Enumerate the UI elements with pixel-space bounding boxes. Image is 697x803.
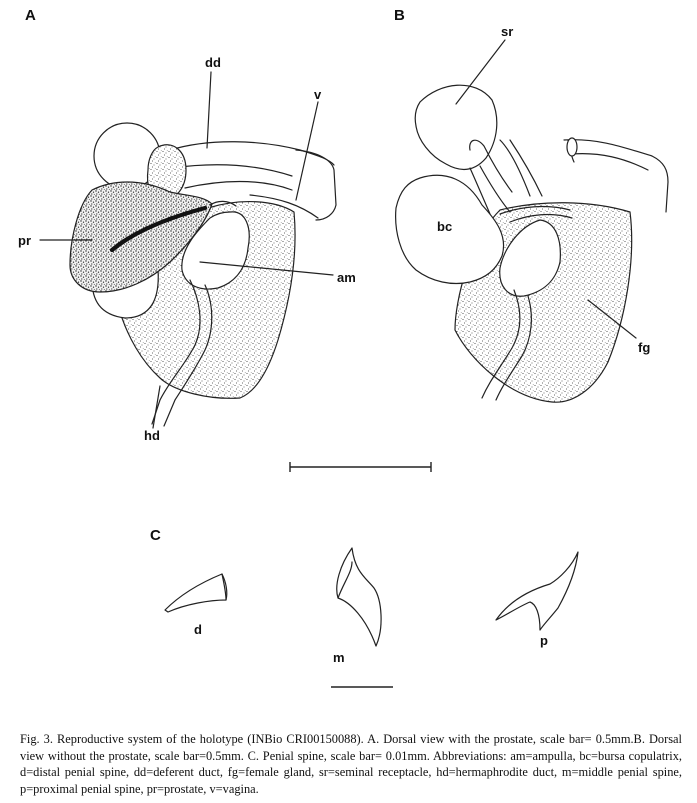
label-fg: fg [638,340,650,355]
label-am: am [337,270,356,285]
label-pr: pr [18,233,31,248]
label-hd: hd [144,428,160,443]
penial-spine-p [495,551,579,631]
panel-b-label-lines [455,39,637,339]
label-v: v [314,87,322,102]
label-m: m [333,650,345,665]
panel-label-b: B [394,7,405,24]
scale-bar-ab [289,462,432,472]
panel-label-c: C [150,527,161,544]
reproductive-system-figure: A B C dd v pr am hd sr bc fg d m p [18,7,669,688]
penial-spine-m [336,547,382,647]
label-dd: dd [205,55,221,70]
label-bc: bc [437,219,452,234]
panel-a-drawing [69,122,337,427]
label-d: d [194,622,202,637]
figure-caption: Fig. 3. Reproductive system of the holot… [20,732,682,796]
label-p: p [540,633,548,648]
penial-spine-d [164,573,228,613]
panel-b-drawing [395,84,669,403]
label-sr: sr [501,24,513,39]
panel-label-a: A [25,7,36,24]
panel-a-label-lines [39,71,334,429]
